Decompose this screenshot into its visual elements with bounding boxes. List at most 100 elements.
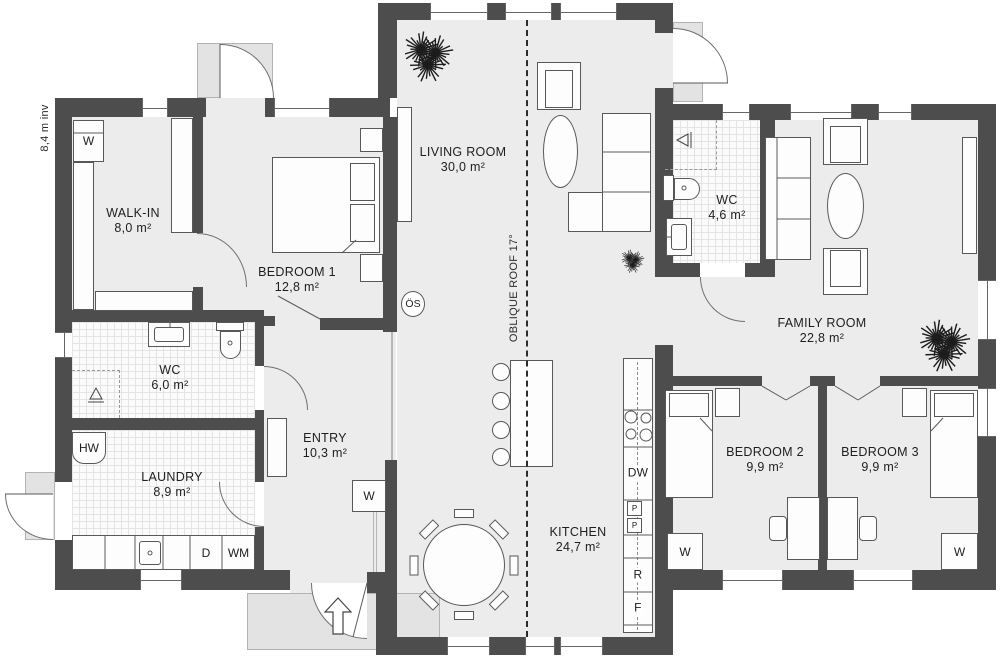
room-area: 30,0 m²: [440, 160, 486, 174]
pillow: [934, 393, 974, 417]
dryer: D: [201, 545, 211, 560]
room-area: 8,9 m²: [153, 485, 191, 499]
wardrobe: [95, 291, 193, 311]
room-label-living-room: LIVING ROOM 30,0 m²: [420, 145, 507, 175]
pillow: [350, 204, 375, 242]
desk: [787, 497, 820, 560]
window: [274, 98, 330, 117]
sink-basin-icon: [671, 224, 687, 250]
wall-segment: [978, 104, 996, 280]
window: [722, 570, 783, 590]
wall-segment: [168, 98, 206, 117]
wall-segment: [783, 570, 853, 590]
wall-segment: [55, 570, 140, 590]
door-opening: [762, 376, 810, 386]
wall-segment: [617, 3, 673, 20]
wall-segment: [490, 637, 525, 655]
os-marker: ÖS: [401, 291, 425, 317]
sofa: [602, 113, 651, 232]
room-name: KITCHEN: [549, 525, 607, 539]
kitchen-island: [510, 360, 553, 467]
plant-icon: [619, 247, 646, 274]
window: [525, 637, 555, 655]
room-area: 10,3 m²: [302, 446, 348, 460]
wall-segment: [182, 570, 290, 590]
dishwasher: DW: [625, 465, 651, 481]
window: [560, 637, 603, 655]
room-area: 9,9 m²: [746, 460, 784, 474]
wall-segment: [655, 17, 673, 33]
stool: [492, 363, 510, 381]
wall-segment: [385, 460, 397, 573]
shower-icon: [675, 132, 692, 148]
counter-centerline: [637, 362, 638, 630]
room-name: WC: [716, 193, 738, 207]
desk: [827, 497, 858, 560]
wall-segment: [320, 318, 397, 330]
wall-segment: [912, 104, 996, 120]
wall-segment: [818, 386, 827, 570]
room-name: WC: [159, 363, 181, 377]
wall-segment: [978, 437, 996, 590]
wall-segment: [603, 637, 673, 655]
nightstand: [715, 388, 740, 417]
wall-segment: [193, 117, 203, 233]
room-label-bedroom-2: BEDROOM 2 9,9 m²: [726, 445, 804, 475]
pillow: [669, 393, 709, 417]
wardrobe: W: [73, 120, 104, 162]
washing-machine: WM: [227, 545, 250, 560]
room-name: ENTRY: [303, 431, 347, 445]
room-area: 9,9 m²: [861, 460, 899, 474]
wall-segment: [330, 98, 390, 117]
wall-segment: [880, 376, 996, 386]
room-area: 24,7 m²: [555, 540, 601, 554]
room-label-walk-in: WALK-IN 8,0 m²: [106, 206, 160, 236]
wall-segment: [852, 104, 878, 120]
stool: [492, 392, 510, 410]
door-opening: [655, 33, 673, 88]
window: [722, 104, 750, 120]
toilet-tank-icon: [663, 175, 674, 201]
stool: [492, 421, 510, 439]
shower-area: [665, 120, 717, 170]
room-label-wc-left: WC 6,0 m²: [151, 363, 188, 393]
room-name: BEDROOM 3: [841, 445, 919, 459]
door-opening: [55, 482, 72, 540]
wall-segment: [255, 527, 264, 573]
roof-line: [526, 20, 528, 637]
shower-icon: [88, 386, 104, 403]
room-name: WALK-IN: [106, 206, 160, 220]
wall-segment: [555, 637, 560, 655]
window: [505, 3, 552, 20]
window: [140, 570, 182, 590]
room-name: BEDROOM 1: [258, 265, 336, 279]
room-area: 8,0 m²: [114, 221, 152, 235]
wardrobe: W: [667, 533, 703, 570]
fridge: R: [631, 567, 645, 583]
window: [853, 570, 913, 590]
room-name: BEDROOM 2: [726, 445, 804, 459]
window: [447, 637, 490, 655]
plant-icon: [399, 26, 457, 84]
wall-segment: [383, 117, 397, 332]
wall-segment: [55, 98, 142, 117]
wall-segment: [55, 310, 264, 322]
nightstand: [360, 254, 383, 282]
window: [142, 98, 168, 117]
dining-table: [423, 524, 505, 606]
room-label-kitchen: KITCHEN 24,7 m²: [550, 525, 607, 555]
wall-segment: [750, 104, 790, 120]
window: [430, 3, 488, 20]
wall-segment: [655, 263, 700, 277]
pantry-drawer: P: [627, 518, 642, 533]
wall-segment: [913, 570, 996, 590]
kitchen-counter: [623, 358, 653, 633]
passage-opening: [655, 277, 673, 345]
wardrobe: W: [941, 533, 978, 570]
sideboard: [962, 137, 977, 254]
toilet-tank-icon: [216, 322, 244, 331]
threshold: [373, 512, 377, 572]
sofa: [765, 137, 811, 260]
nightstand: [360, 128, 383, 152]
